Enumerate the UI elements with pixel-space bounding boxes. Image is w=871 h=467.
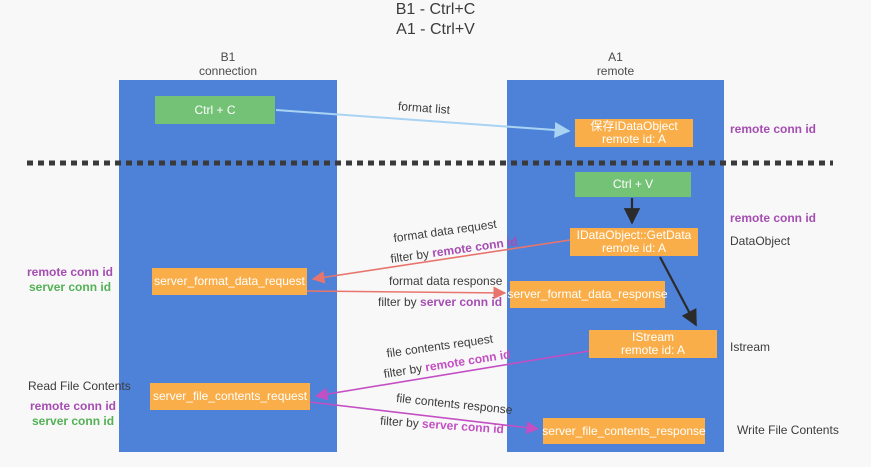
read-file-contents-label: Read File Contents [28,379,131,393]
filter-by-text: filter by [389,246,434,266]
format-data-response-filter-label: filter by server conn id [378,295,502,309]
server-format-data-response-box: server_format_data_response [507,281,668,308]
save-idataobject-line2: remote id: A [601,132,667,146]
ctrl-c-box: Ctrl + C [155,96,275,124]
title-line2: A1 - Ctrl+V [396,21,475,38]
write-file-contents-label: Write File Contents [737,423,839,437]
server-file-contents-response-label: server_file_contents_response [542,423,706,438]
server-file-contents-request-label: server_file_contents_request [152,389,308,403]
server-file-contents-request-box: server_file_contents_request [150,383,310,410]
left-file-remote-conn-id-label: remote conn id [30,399,117,413]
save-idataobject-line1: 保存IDataObject [590,119,678,133]
diagram-title: B1 - Ctrl+C A1 - Ctrl+V [0,0,871,40]
lane-right-title: A1 [608,50,623,64]
filter-by-text: filter by [382,360,427,381]
filter-by-text: filter by [379,413,423,431]
left-format-remote-conn-id-label: remote conn id [27,265,114,279]
left-format-server-conn-id-label: server conn id [29,280,112,294]
file-contents-response-filter-label: filter by server conn id [380,414,505,437]
remote-conn-id-label-mid: remote conn id [730,211,817,225]
save-idataobject-box: 保存IDataObject remote id: A [575,119,693,147]
server-conn-id-value: server conn id [420,295,503,309]
dataobject-label: DataObject [730,234,791,248]
format-list-label: format list [397,99,451,117]
lane-left-title: B1 [220,50,236,64]
getdata-line2: remote id: A [601,241,667,255]
istream-side-label: Istream [730,340,771,354]
server-conn-id-value: server conn id [421,416,505,437]
file-contents-response-label: file contents response [395,390,514,418]
left-file-server-conn-id-label: server conn id [32,414,115,428]
server-format-data-response-label: server_format_data_response [507,287,668,301]
title-line1: B1 - Ctrl+C [395,1,476,18]
getdata-line1: IDataObject::GetData [576,228,692,242]
server-format-data-request-box: server_format_data_request [152,268,307,295]
ctrl-v-label: Ctrl + V [612,177,654,191]
ctrl-v-box: Ctrl + V [575,172,691,197]
lane-header-left: B1 connection [119,50,337,78]
istream-line1: IStream [631,330,674,344]
istream-box: IStream remote id: A [589,330,717,358]
format-data-response-label: format data response [389,274,503,288]
istream-line2: remote id: A [620,343,686,357]
remote-conn-id-label-top: remote conn id [730,122,817,136]
filter-by-text: filter by [378,295,421,309]
ctrl-c-label: Ctrl + C [194,102,236,117]
idataobject-getdata-box: IDataObject::GetData remote id: A [570,228,698,256]
lane-right-subtitle: remote [596,64,635,78]
server-format-data-request-label: server_format_data_request [154,274,305,288]
lane-left-subtitle: connection [198,64,258,78]
server-file-contents-response-box: server_file_contents_response [542,418,706,444]
lane-header-right: A1 remote [507,50,724,78]
